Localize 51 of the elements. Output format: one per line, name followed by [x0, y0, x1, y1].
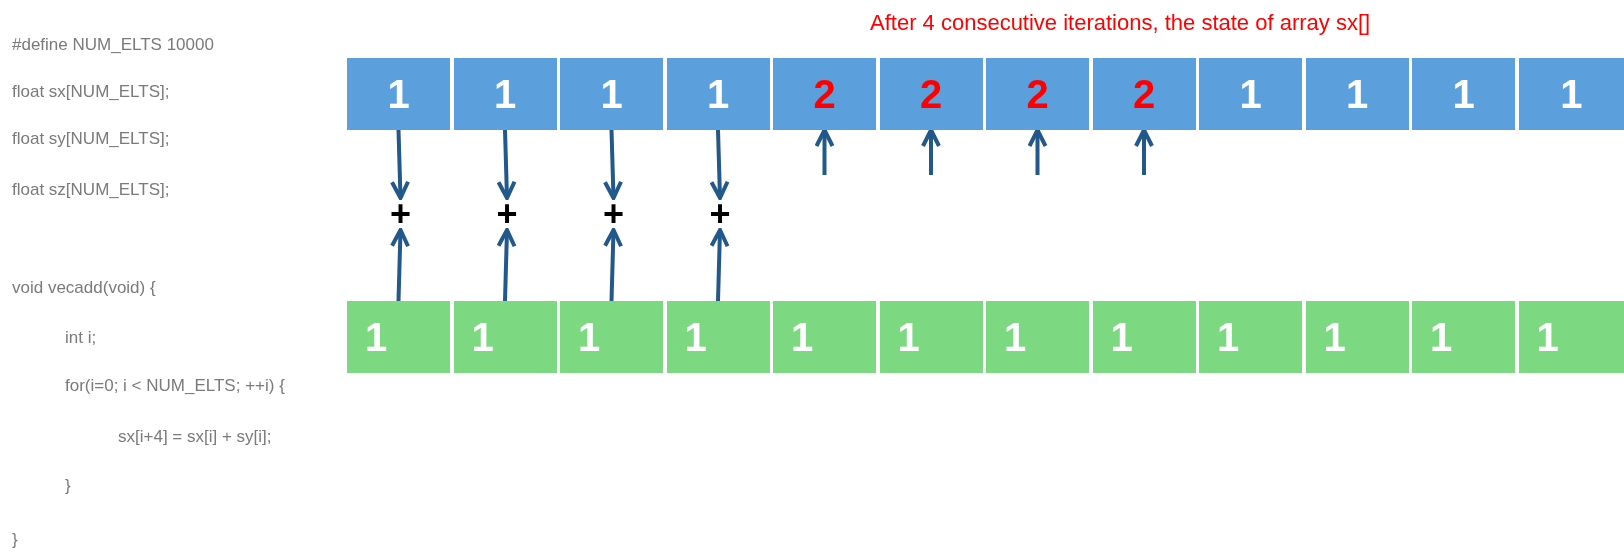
arrow — [496, 129, 517, 200]
arrow — [1027, 128, 1048, 175]
array-cell: 1 — [773, 301, 876, 373]
heading-note: After 4 consecutive iterations, the state of array sx[] — [870, 10, 1371, 36]
array-cell: 1 — [879, 301, 983, 373]
arrow — [603, 228, 624, 302]
code-line: #define NUM_ELTS 10000 — [12, 35, 214, 55]
arrow — [390, 228, 411, 302]
array-cell: 1 — [1199, 58, 1302, 130]
array-cell: 1 — [453, 58, 557, 130]
code-line: int i; — [65, 328, 97, 348]
array-cell: 1 — [347, 58, 450, 130]
arrow — [814, 128, 835, 175]
array-cell: 1 — [1412, 58, 1515, 130]
code-line: float sz[NUM_ELTS]; — [12, 180, 170, 200]
array-cell: 1 — [560, 301, 663, 373]
array-cell: 1 — [986, 301, 1089, 373]
arrow — [1134, 128, 1154, 175]
array-cell: 2 — [879, 58, 983, 130]
array-cell: 2 — [1092, 58, 1196, 130]
array-cell: 1 — [666, 58, 770, 130]
array-cell: 1 — [1412, 301, 1515, 373]
code-line: void vecadd(void) { — [12, 278, 156, 298]
arrow — [603, 129, 624, 200]
array-cell: 1 — [666, 301, 770, 373]
array-cell: 1 — [1199, 301, 1302, 373]
code-line: float sy[NUM_ELTS]; — [12, 129, 170, 149]
array-cell: 1 — [560, 58, 663, 130]
arrow — [390, 129, 411, 200]
code-line: } — [12, 530, 18, 550]
code-line: for(i=0; i < NUM_ELTS; ++i) { — [65, 376, 285, 396]
arrow — [709, 129, 730, 200]
plus-sign: + — [593, 198, 634, 230]
arrow — [496, 228, 517, 302]
code-line: } — [65, 476, 71, 496]
arrow — [921, 128, 941, 175]
array-cell: 2 — [986, 58, 1089, 130]
plus-sign: + — [487, 198, 527, 230]
array-cell: 1 — [1518, 58, 1624, 130]
array-cell: 1 — [1518, 301, 1624, 373]
array-cell: 1 — [1092, 301, 1196, 373]
array-cell: 1 — [1305, 301, 1409, 373]
array-cell: 1 — [1305, 58, 1409, 130]
code-line: sx[i+4] = sx[i] + sy[i]; — [118, 427, 272, 447]
array-cell: 1 — [453, 301, 557, 373]
code-line: float sx[NUM_ELTS]; — [12, 82, 170, 102]
arrow — [709, 228, 730, 302]
plus-sign: + — [700, 198, 740, 230]
plus-sign: + — [380, 198, 421, 230]
array-cell: 2 — [773, 58, 876, 130]
array-cell: 1 — [347, 301, 450, 373]
